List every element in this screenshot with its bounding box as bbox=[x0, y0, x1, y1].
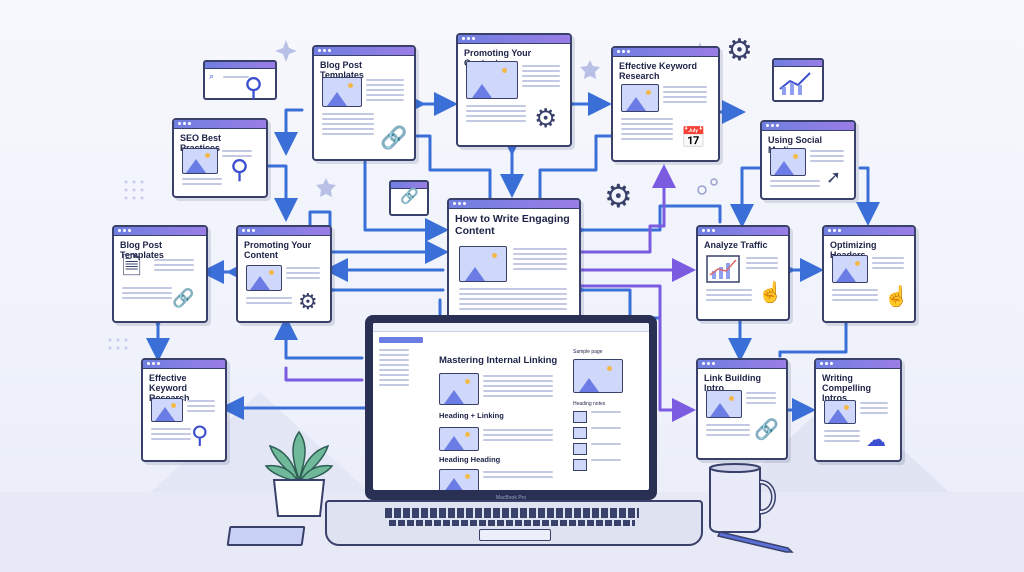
image-placeholder bbox=[246, 265, 282, 291]
notes-list bbox=[573, 411, 629, 471]
image-placeholder bbox=[573, 359, 623, 393]
card-seo-best-practices[interactable]: SEO Best Practices ⚲ bbox=[172, 118, 268, 198]
cloud-icon: ☁ bbox=[866, 429, 886, 451]
card-title: Link Building Intro bbox=[704, 373, 761, 393]
card-title: Effective Keyword Research bbox=[619, 61, 698, 81]
browser-toolbar bbox=[373, 323, 649, 332]
laptop: Mastering Internal Linking Heading + Lin… bbox=[365, 315, 657, 501]
search-window-mini: ⌕ bbox=[203, 60, 277, 100]
magnifier-icon: ⚲ bbox=[244, 72, 264, 102]
card-how-to-write-engaging-content[interactable]: How to Write Engaging Content bbox=[447, 198, 581, 320]
chart-window-mini bbox=[772, 58, 824, 102]
image-placeholder bbox=[621, 84, 659, 112]
link-window-mini: 🔗 bbox=[389, 180, 429, 216]
card-title: How to Write Engaging Content bbox=[455, 213, 570, 237]
pen-illustration bbox=[716, 531, 794, 553]
section-heading: Heading + Linking bbox=[439, 411, 504, 420]
card-title: Promoting Your Content bbox=[244, 240, 312, 260]
card-promoting-your-content[interactable]: Promoting Your Content ⚙ bbox=[236, 225, 332, 323]
gear-icon: ⚙ bbox=[726, 34, 753, 67]
card-title: Blog Post Templates bbox=[320, 60, 364, 80]
link-icon: 🔗 bbox=[754, 419, 779, 441]
laptop-screen: Mastering Internal Linking Heading + Lin… bbox=[373, 323, 649, 490]
card-link-building-intro[interactable]: Link Building Intro 🔗 bbox=[696, 358, 788, 460]
card-title: Blog Post Templates bbox=[120, 240, 164, 260]
image-placeholder bbox=[706, 390, 742, 418]
search-icon: ⚲ bbox=[191, 422, 209, 449]
hand-pointer-icon: ☝ bbox=[884, 286, 909, 308]
card-analyze-traffic[interactable]: Analyze Traffic ☝ bbox=[696, 225, 790, 321]
gear-icon: ⚙ bbox=[604, 178, 633, 214]
image-placeholder bbox=[322, 77, 362, 107]
chart-icon bbox=[706, 255, 740, 283]
search-icon: ⌕ bbox=[209, 71, 215, 81]
plant-illustration bbox=[264, 430, 334, 517]
gear-icon: ⚙ bbox=[298, 289, 318, 314]
laptop-keyboard bbox=[325, 500, 703, 546]
card-effective-keyword-research[interactable]: Effective Keyword Research 📅 bbox=[611, 46, 720, 162]
image-placeholder bbox=[439, 373, 479, 405]
link-icon: 🔗 bbox=[380, 125, 408, 150]
card-promoting-your-content[interactable]: Promoting Your Content ⚙ bbox=[456, 33, 572, 147]
gear-icon: ⚙ bbox=[534, 103, 558, 133]
card-effective-keyword-research[interactable]: Effective Keyword Research ⚲ bbox=[141, 358, 227, 462]
link-icon: 🔗 bbox=[172, 288, 195, 308]
search-icon: ⚲ bbox=[230, 154, 250, 184]
card-optimizing-headers[interactable]: Optimizing Headers ☝ bbox=[822, 225, 916, 323]
image-placeholder bbox=[824, 400, 856, 424]
notebook-illustration bbox=[226, 526, 306, 546]
card-blog-post-templates[interactable]: Blog Post Templates 🗎 🔗 bbox=[112, 225, 208, 323]
calendar-icon: 📅 bbox=[681, 127, 706, 149]
sidebar bbox=[379, 337, 423, 389]
image-placeholder bbox=[151, 398, 183, 422]
image-placeholder bbox=[832, 255, 868, 283]
heading-notes-label: Heading notes bbox=[573, 401, 606, 407]
image-placeholder bbox=[439, 469, 479, 490]
sample-page-label: Sample page bbox=[573, 349, 603, 355]
image-placeholder bbox=[439, 427, 479, 451]
card-blog-post-templates[interactable]: Blog Post Templates 🔗 bbox=[312, 45, 416, 161]
card-using-social-media[interactable]: Using Social Media ➚ bbox=[760, 120, 856, 200]
card-title: Writing Compelling Intros bbox=[822, 373, 871, 403]
image-placeholder bbox=[182, 148, 218, 174]
card-writing-compelling-intros[interactable]: Writing Compelling Intros ☁ bbox=[814, 358, 902, 462]
link-icon: 🔗 bbox=[400, 188, 419, 205]
image-placeholder bbox=[770, 148, 806, 176]
image-placeholder bbox=[459, 246, 507, 282]
image-placeholder bbox=[466, 61, 518, 99]
cursor-icon: ➚ bbox=[826, 167, 842, 187]
hand-pointer-icon: ☝ bbox=[758, 282, 783, 304]
chart-icon bbox=[779, 72, 811, 95]
laptop-brand: MacBook Pro bbox=[495, 495, 526, 501]
page-title: Mastering Internal Linking bbox=[439, 355, 558, 366]
trackpad bbox=[479, 529, 551, 541]
card-title: Analyze Traffic bbox=[704, 240, 768, 250]
section-heading: Heading Heading bbox=[439, 455, 501, 464]
mug-illustration bbox=[709, 463, 776, 533]
document-icon: 🗎 bbox=[122, 253, 142, 280]
